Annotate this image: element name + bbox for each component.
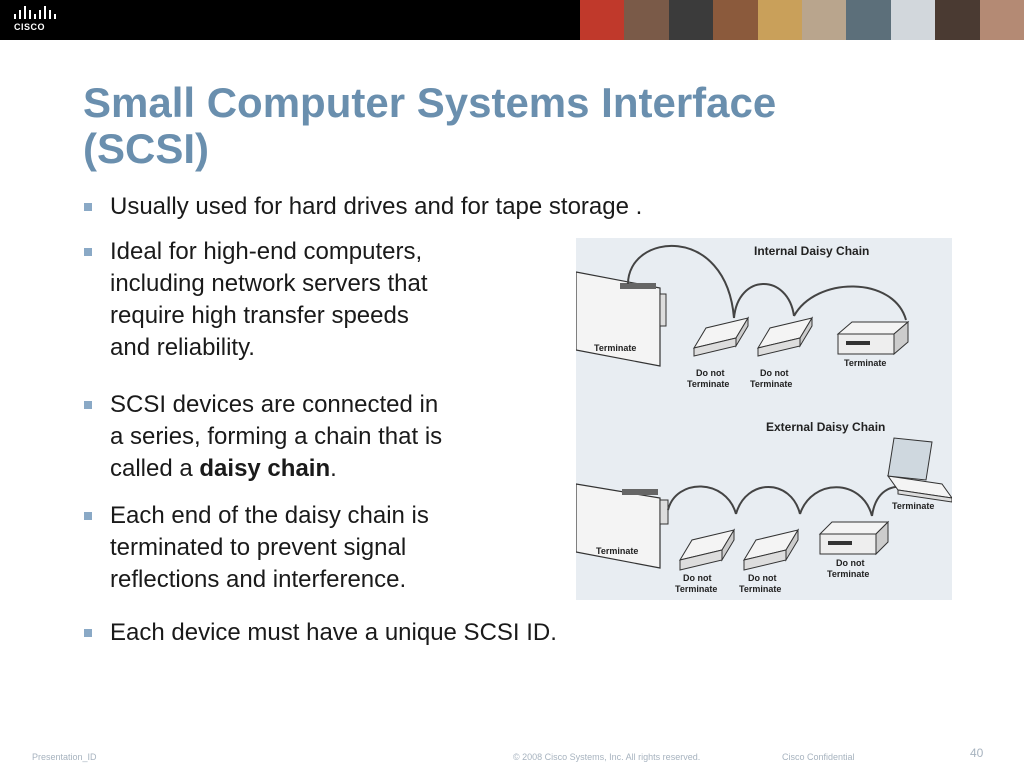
external-do-not-terminate-1: Terminate	[675, 584, 717, 594]
footer-presentation-id: Presentation_ID	[32, 752, 97, 762]
banner-photo-1	[580, 0, 625, 40]
internal-terminate-left: Terminate	[594, 343, 636, 353]
hard-drive-2	[756, 316, 814, 357]
bullet-4-line-1: Each end of the daisy chain is	[110, 502, 429, 529]
scsi-daisy-chain-diagram: Internal Daisy Chain Terminate Do not Te…	[575, 238, 954, 600]
external-drive-2	[742, 528, 800, 571]
bullet-2-line-4: and reliability.	[110, 334, 255, 361]
bullet-3-line-3: called a daisy chain.	[110, 453, 442, 485]
photo-banner	[580, 0, 1024, 40]
banner-photo-8	[890, 0, 936, 40]
banner-photo-3	[668, 0, 714, 40]
banner-photo-5	[757, 0, 803, 40]
bullet-marker	[84, 248, 92, 256]
internal-chain-title: Internal Daisy Chain	[754, 244, 869, 258]
external-do-not-3: Do not	[836, 558, 865, 568]
bullet-5-text: Each device must have a unique SCSI ID.	[110, 619, 557, 646]
internal-do-not-2: Do not	[760, 368, 789, 378]
bullet-marker	[84, 401, 92, 409]
bullet-4-line-3: reflections and interference.	[110, 566, 407, 593]
banner-photo-10	[979, 0, 1024, 40]
external-cdrom-drive	[818, 520, 890, 556]
banner-photo-7	[846, 0, 891, 40]
cisco-logo: CISCO	[12, 6, 58, 34]
slide-title: Small Computer Systems Interface (SCSI)	[83, 80, 883, 172]
bullet-4-line-2: terminated to prevent signal	[110, 534, 407, 561]
internal-do-not-1: Do not	[696, 368, 725, 378]
external-do-not-terminate-2: Terminate	[739, 584, 781, 594]
title-line-2: (SCSI)	[83, 125, 209, 172]
bullet-1-text: Usually used for hard drives and for tap…	[110, 193, 643, 220]
banner-photo-2	[624, 0, 669, 40]
bullet-3-post: .	[330, 455, 337, 482]
external-terminate-right: Terminate	[892, 501, 934, 511]
internal-do-not-terminate-1: Terminate	[687, 379, 729, 389]
top-bar: CISCO	[0, 0, 1024, 40]
internal-terminate-right: Terminate	[844, 358, 886, 368]
daisy-chain-illustration: Internal Daisy Chain Terminate Do not Te…	[575, 244, 954, 594]
banner-photo-4	[713, 0, 758, 40]
external-drive-1	[678, 528, 736, 571]
footer-copyright: © 2008 Cisco Systems, Inc. All rights re…	[513, 752, 701, 762]
logo-text: CISCO	[14, 22, 46, 32]
external-chain-title: External Daisy Chain	[766, 420, 885, 434]
external-do-not-terminate-3: Terminate	[827, 569, 869, 579]
bullet-2-line-1: Ideal for high-end computers,	[110, 238, 423, 265]
bullet-2-line-3: require high transfer speeds	[110, 302, 409, 329]
external-do-not-2: Do not	[748, 573, 777, 583]
internal-do-not-terminate-2: Terminate	[750, 379, 792, 389]
bullet-marker	[84, 512, 92, 520]
bullet-3-line-1: SCSI devices are connected in	[110, 391, 439, 418]
bullet-marker	[84, 203, 92, 211]
page-number: 40	[970, 746, 984, 760]
bullet-2-line-2: including network servers that	[110, 270, 428, 297]
external-terminate-left: Terminate	[596, 546, 638, 556]
title-line-1: Small Computer Systems Interface	[83, 79, 777, 126]
scanner-device	[886, 437, 954, 503]
bullet-3-line-2: a series, forming a chain that is	[110, 423, 443, 450]
cdrom-drive	[836, 320, 910, 356]
cisco-bars-icon	[14, 6, 56, 19]
hard-drive-1	[692, 316, 750, 357]
banner-photo-9	[935, 0, 980, 40]
banner-photo-6	[802, 0, 847, 40]
bullet-marker	[84, 629, 92, 637]
external-do-not-1: Do not	[683, 573, 712, 583]
daisy-chain-term: daisy chain	[199, 455, 331, 482]
controller-card-internal	[575, 271, 667, 367]
footer-confidential: Cisco Confidential	[782, 752, 855, 762]
controller-card-external	[575, 483, 669, 569]
bullet-3-pre: called a	[110, 455, 200, 482]
